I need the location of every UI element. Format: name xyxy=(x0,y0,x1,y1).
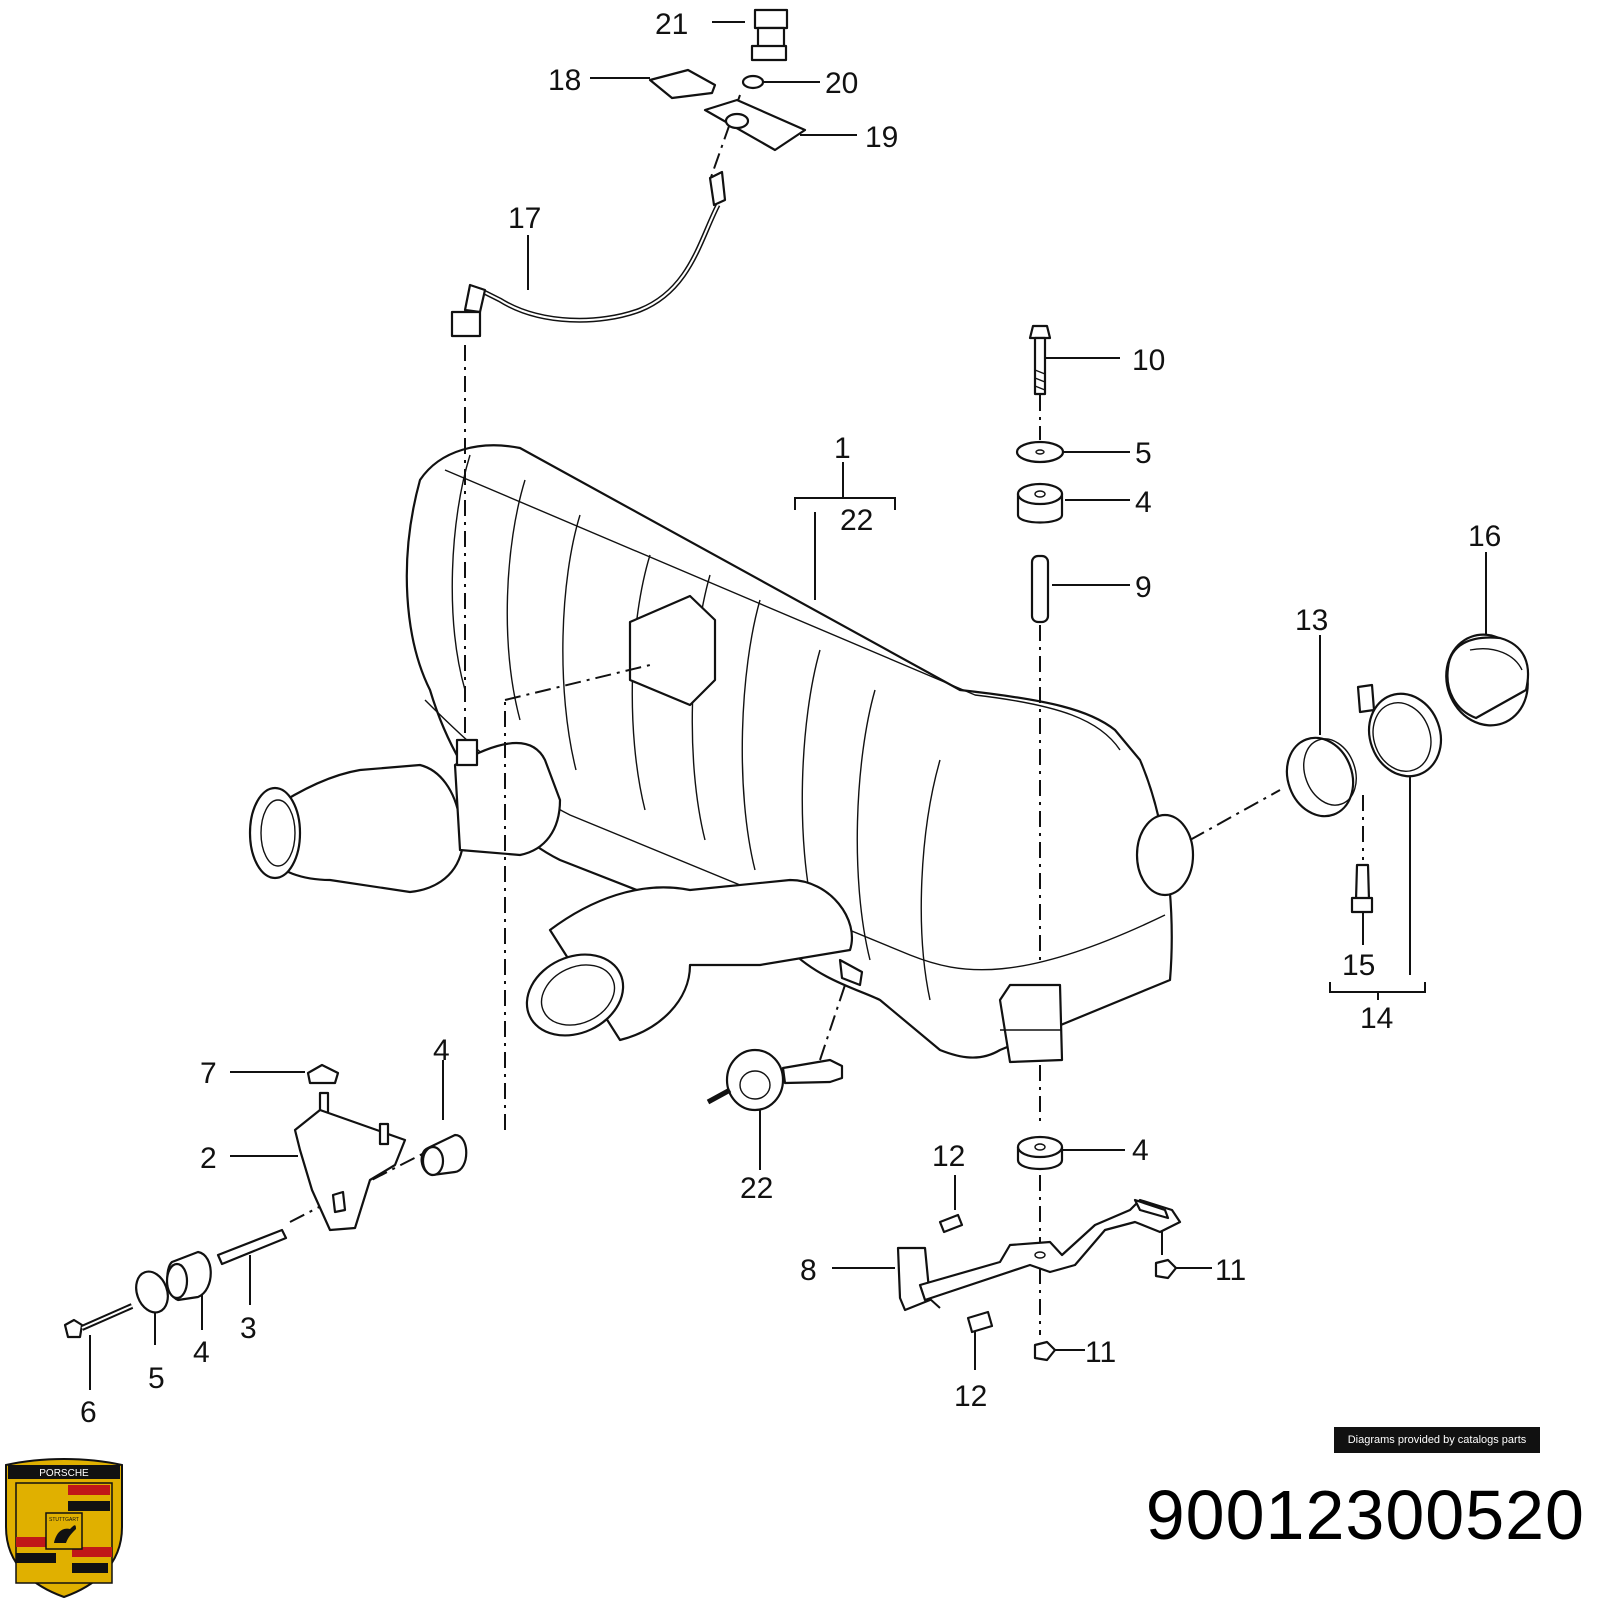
callout-12-bottom: 12 xyxy=(954,1380,987,1413)
callout-4-right-top: 4 xyxy=(1135,486,1152,519)
callout-8: 8 xyxy=(800,1254,817,1287)
part-number: 90012300520 xyxy=(1145,1476,1585,1554)
callout-labels: 21 18 20 19 17 10 1 5 4 22 16 9 13 15 14… xyxy=(80,8,1501,1429)
callout-10: 10 xyxy=(1132,344,1165,377)
callout-11-bottom: 11 xyxy=(1085,1336,1116,1369)
callout-5-left: 5 xyxy=(148,1362,165,1395)
callout-4-left-top: 4 xyxy=(433,1034,450,1067)
callout-22-bottom: 22 xyxy=(740,1172,773,1205)
callout-5-right: 5 xyxy=(1135,437,1152,470)
callout-13: 13 xyxy=(1295,604,1328,637)
callout-22-top: 22 xyxy=(840,504,873,537)
callout-6: 6 xyxy=(80,1396,97,1429)
sensor-assembly xyxy=(450,8,807,767)
svg-text:STUTTGART: STUTTGART xyxy=(49,1517,79,1523)
callout-15: 15 xyxy=(1342,949,1375,982)
porsche-crest-logo: PORSCHE STUTTGART xyxy=(5,1458,123,1598)
callout-16: 16 xyxy=(1468,520,1501,553)
callout-17: 17 xyxy=(508,202,541,235)
callout-19: 19 xyxy=(865,121,898,154)
mount-bracket-right xyxy=(896,1135,1182,1362)
leader-lines xyxy=(89,21,1487,1390)
callout-21: 21 xyxy=(655,8,688,41)
callout-4-left-bottom: 4 xyxy=(193,1336,210,1369)
mount-parts-left xyxy=(63,1063,468,1339)
callout-1: 1 xyxy=(834,432,851,465)
callout-7: 7 xyxy=(200,1057,217,1090)
outlet-clamp-parts xyxy=(1285,633,1530,914)
callout-9: 9 xyxy=(1135,571,1152,604)
callout-11-right: 11 xyxy=(1215,1254,1246,1287)
callout-4-right-lower: 4 xyxy=(1132,1134,1149,1167)
svg-text:PORSCHE: PORSCHE xyxy=(39,1468,89,1479)
callout-2: 2 xyxy=(200,1142,217,1175)
diagram-credit-badge: Diagrams provided by catalogs parts xyxy=(1334,1427,1540,1453)
mount-stack-upper xyxy=(1015,324,1065,624)
bottom-sensor xyxy=(706,958,864,1112)
rear-muffler xyxy=(405,444,1195,1064)
callout-12-top: 12 xyxy=(932,1140,965,1173)
right-outlet-pipe xyxy=(525,878,853,1042)
callout-3: 3 xyxy=(240,1312,257,1345)
callout-20: 20 xyxy=(825,67,858,100)
callout-14: 14 xyxy=(1360,1002,1393,1035)
left-inlet-pipe xyxy=(248,742,562,894)
callout-18: 18 xyxy=(548,64,581,97)
